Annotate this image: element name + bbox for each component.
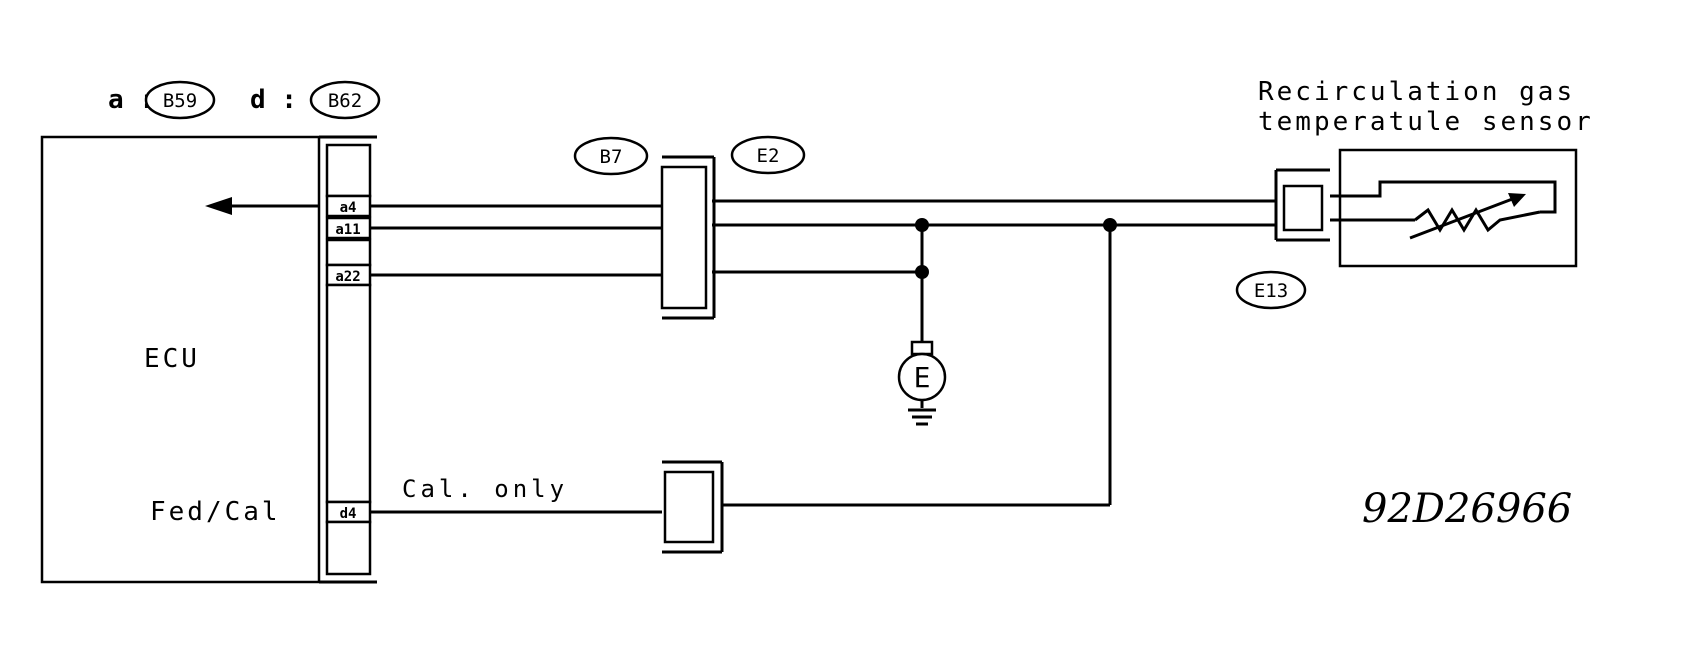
connector-b7-e2: B7 E2 [573,135,806,320]
pin-a4-label: a4 [340,200,357,216]
ground-terminal-cap [910,340,934,356]
ecu-block: ECU Fed/Cal [40,135,321,584]
ground-label: E [914,361,931,394]
cal-only-label: Cal. only [402,475,568,503]
junction-dot-1 [915,218,929,232]
ecu-body [40,135,321,584]
connector-b7-oval [573,136,649,176]
pin-a22-label: a22 [335,269,360,285]
sensor-title-line1: Recirculation gas [1258,77,1575,107]
pin-a11-label: a11 [335,222,360,238]
connector-e13-label: E13 [1254,280,1288,302]
legend-d-connector-label: B62 [328,90,362,112]
ground-branch: E [897,218,947,426]
connector-e2-oval [730,135,806,175]
connector-e13-oval [1235,270,1307,310]
fed-cal-label: Fed/Cal [150,497,281,527]
sensor-title-line2: temperatule sensor [1258,107,1594,137]
ecu-label: ECU [144,344,200,374]
sensor-lead-top [1330,180,1557,214]
junction-dot-2 [915,265,929,279]
connector-e2-label: E2 [757,145,780,167]
ecu-connector-strip: a4 a11 a22 d4 [319,135,377,584]
strip-cell-bottom [325,520,372,576]
temperature-sensor: Recirculation gas temperatule sensor [1258,77,1594,268]
sensor-housing [1338,148,1578,268]
main-wires [370,199,1276,277]
cal-connector-body [663,470,715,544]
thermistor-arrow-shaft [1409,196,1516,240]
connector-b7-label: B7 [600,146,623,168]
thermistor-arrow-head-icon [1508,193,1526,207]
strip-cell-gap [325,238,372,267]
connector-b7-e2-body [660,165,708,310]
legend-a-connector-oval [144,80,216,120]
connector-e13: E13 [1235,168,1330,310]
legend-d-prefix: d : [250,85,297,115]
legend-a-connector-label: B59 [163,90,197,112]
strip-cell-top [325,143,372,198]
figure-code: 92D26966 [1362,486,1572,532]
thermistor-icon [1414,207,1541,233]
strip-cell-mid [325,283,372,504]
connector-legend: a : B59 d : B62 [108,80,381,120]
connector-e13-body [1282,184,1324,232]
legend-d-connector-oval [309,80,381,120]
cal-only-branch: Cal. only [370,218,1117,554]
ecu-output-arrow-icon [205,197,232,215]
pin-d4-label: d4 [340,506,357,522]
